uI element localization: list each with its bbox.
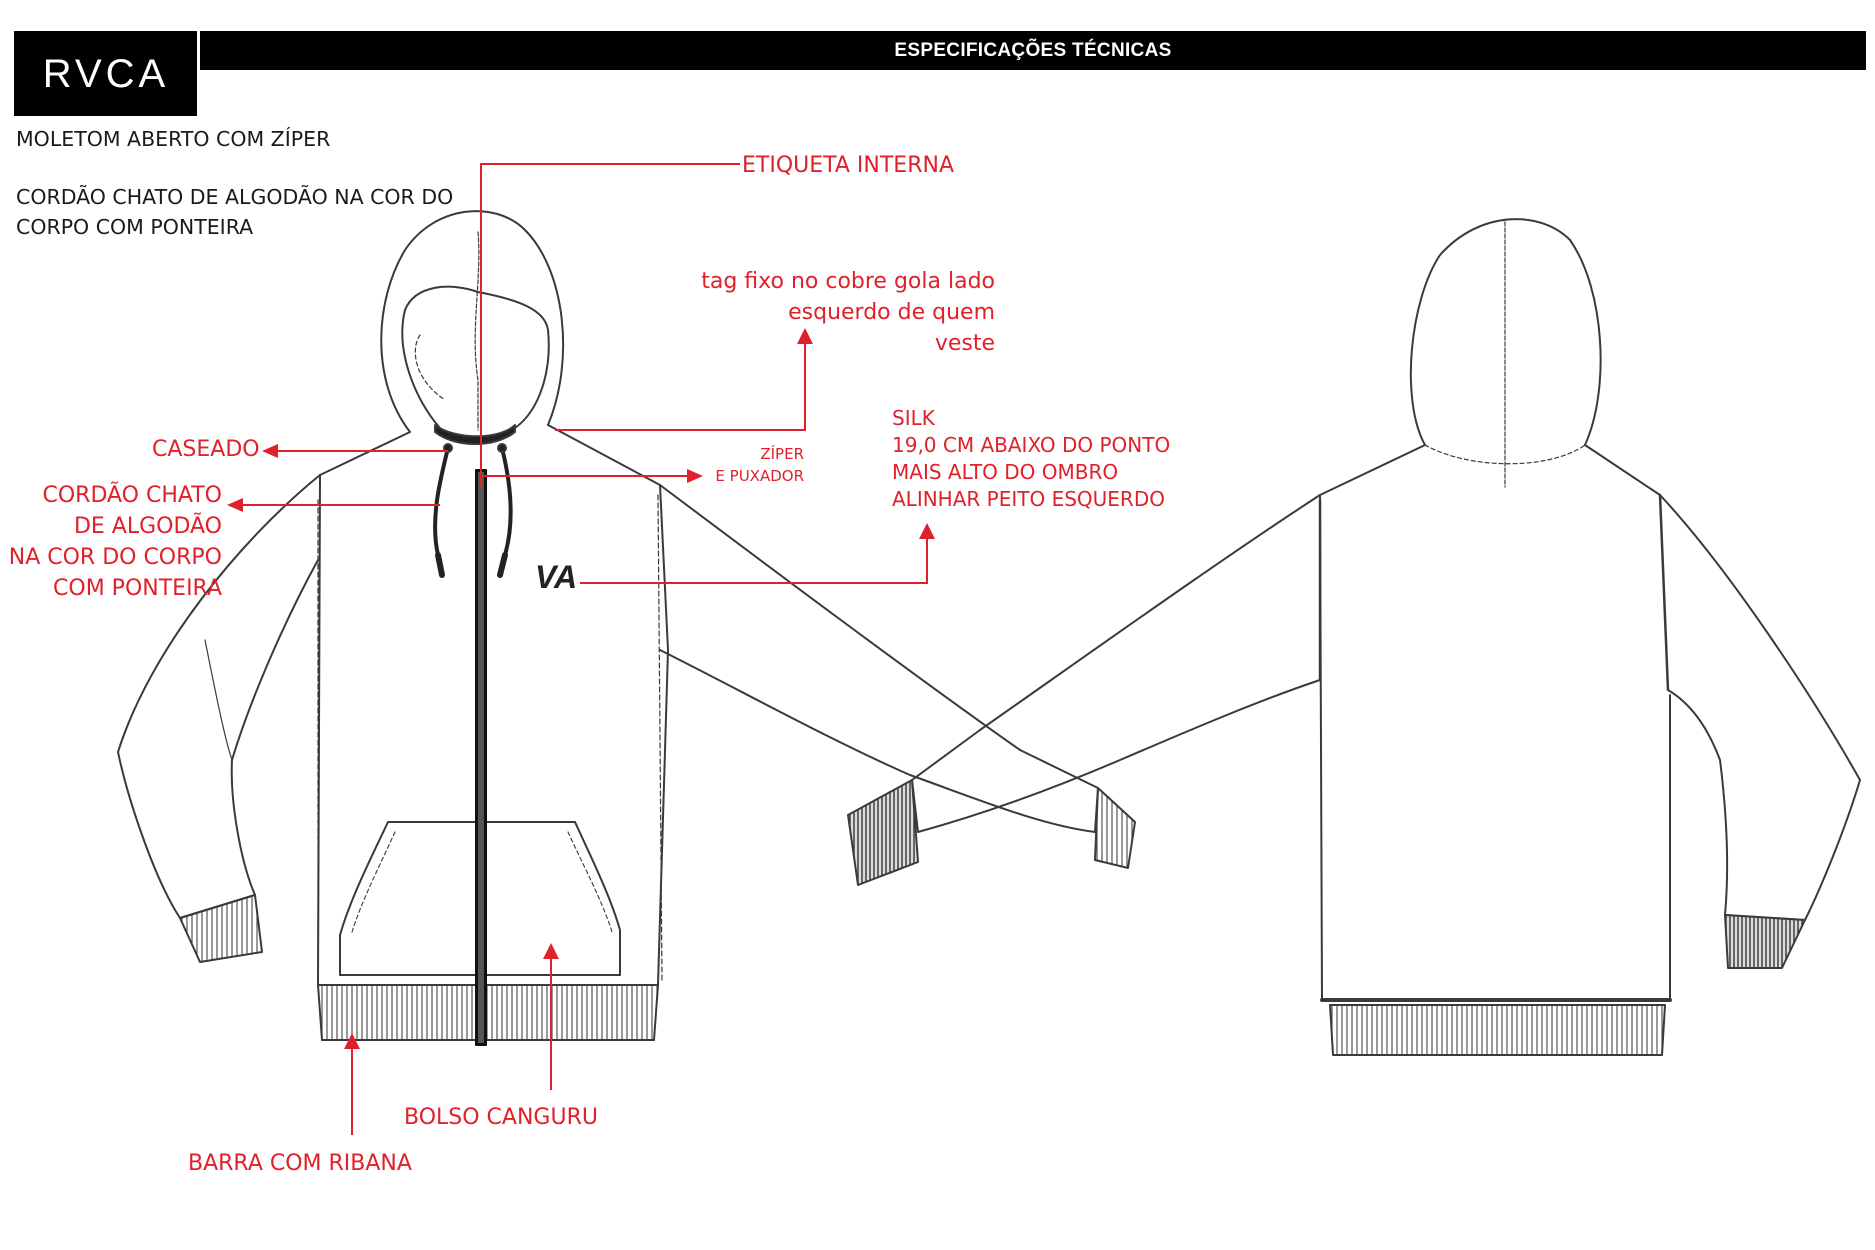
front-body — [317, 474, 669, 986]
front-neck-band — [434, 424, 516, 445]
front-right-sleeve — [659, 484, 1099, 833]
annotation-lines — [227, 163, 935, 1135]
annotation-tag: tag fixo no cobre gola lado esquerdo de … — [701, 269, 995, 356]
product-drawstring-desc: CORDÃO CHATO DE ALGODÃO NA COR DO CORPO … — [16, 185, 454, 239]
leader-silk — [580, 535, 928, 584]
back-view — [847, 218, 1861, 1056]
front-left-shoulder — [319, 431, 411, 476]
back-right-cuff — [1724, 914, 1806, 969]
drawcord-right — [500, 446, 513, 557]
annotation-bolso-canguru: BOLSO CANGURU — [404, 1105, 598, 1130]
back-hem-rib — [1329, 1004, 1666, 1056]
page-title: ESPECIFICAÇÕES TÉCNICAS — [200, 31, 1866, 70]
front-left-cuff — [179, 894, 263, 963]
back-left-sleeve — [911, 494, 1321, 833]
rvca-logo-mark: RVCA — [42, 52, 168, 96]
leader-tag — [555, 340, 806, 431]
product-name: MOLETOM ABERTO COM ZÍPER — [16, 127, 331, 151]
leader-etiqueta — [480, 163, 740, 488]
back-body — [1319, 494, 1671, 1001]
annotation-caseado: CASEADO — [152, 437, 260, 462]
back-right-sleeve — [1659, 494, 1861, 921]
annotation-barra-ribana: BARRA COM RIBANA — [188, 1151, 412, 1176]
front-view — [117, 210, 1136, 1046]
back-left-cuff — [847, 779, 919, 886]
annotation-ziper: ZÍPER E PUXADOR — [715, 445, 804, 485]
front-left-sleeve — [117, 474, 321, 919]
back-hood — [1409, 218, 1602, 446]
front-right-cuff — [1094, 787, 1136, 869]
annotation-cordao: CORDÃO CHATO DE ALGODÃO NA COR DO CORPO … — [8, 483, 222, 601]
brand-logo: RVCA — [14, 31, 197, 116]
drawcord-left — [433, 446, 450, 557]
front-hood — [380, 210, 565, 433]
svg-text:RVCA: RVCA — [42, 52, 168, 96]
front-hem-rib — [317, 984, 659, 1041]
annotation-etiqueta-interna: ETIQUETA INTERNA — [742, 153, 954, 178]
annotation-silk: SILK 19,0 CM ABAIXO DO PONTO MAIS ALTO D… — [892, 406, 1171, 511]
front-hood-opening — [401, 285, 550, 429]
chest-logo: VA — [535, 559, 577, 595]
